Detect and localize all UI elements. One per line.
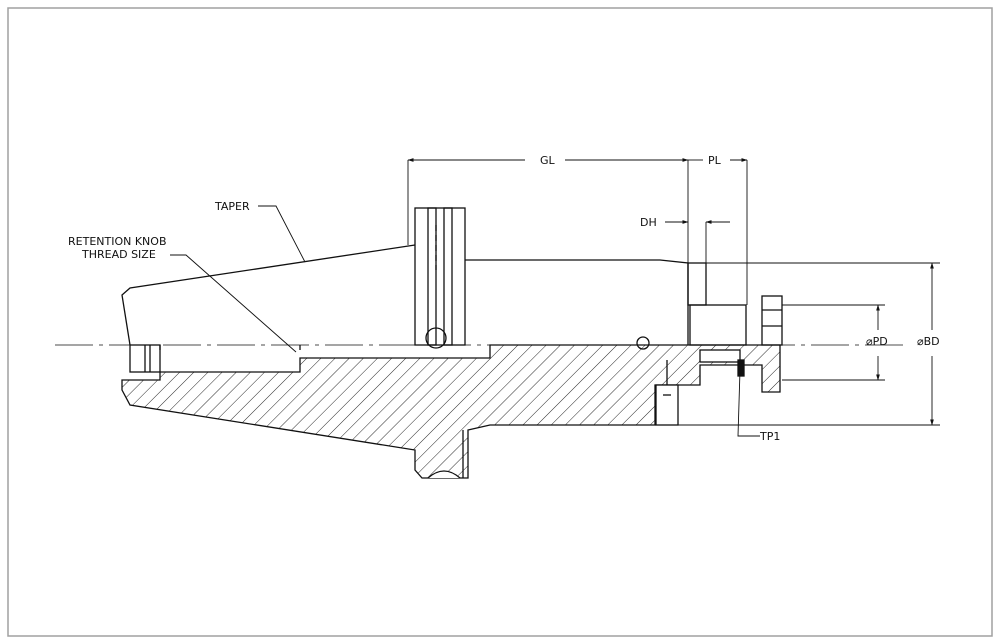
flange-groove xyxy=(427,207,437,346)
flange-groove-bottom xyxy=(427,470,461,479)
cap-nut-upper xyxy=(761,295,783,346)
pd-label: ⌀PD xyxy=(866,335,888,348)
body-upper xyxy=(465,259,689,345)
flange-groove-2 xyxy=(443,207,453,346)
pilot-top xyxy=(689,304,747,346)
taper-label: TAPER xyxy=(214,200,250,213)
ball-plunger xyxy=(636,336,650,350)
dh-label: DH xyxy=(640,216,657,229)
taper-upper xyxy=(121,244,416,346)
retention-knob-label-1: RETENTION KNOB xyxy=(68,235,166,248)
drive-slot xyxy=(687,262,707,306)
bd-label: ⌀BD xyxy=(917,335,940,348)
tp1-label: TP1 xyxy=(759,430,780,443)
drawing-frame xyxy=(7,7,993,637)
flange xyxy=(414,207,466,346)
bore-upper xyxy=(159,345,301,350)
cap-screw xyxy=(655,384,679,426)
lower-section-hatched xyxy=(121,344,781,479)
gl-label: GL xyxy=(540,154,556,167)
dimensions xyxy=(170,158,940,437)
retention-knob-label-2: THREAD SIZE xyxy=(81,248,156,261)
tool-holder-body xyxy=(121,207,783,479)
pl-label: PL xyxy=(708,154,722,167)
flange-orientation-notch xyxy=(425,327,447,349)
